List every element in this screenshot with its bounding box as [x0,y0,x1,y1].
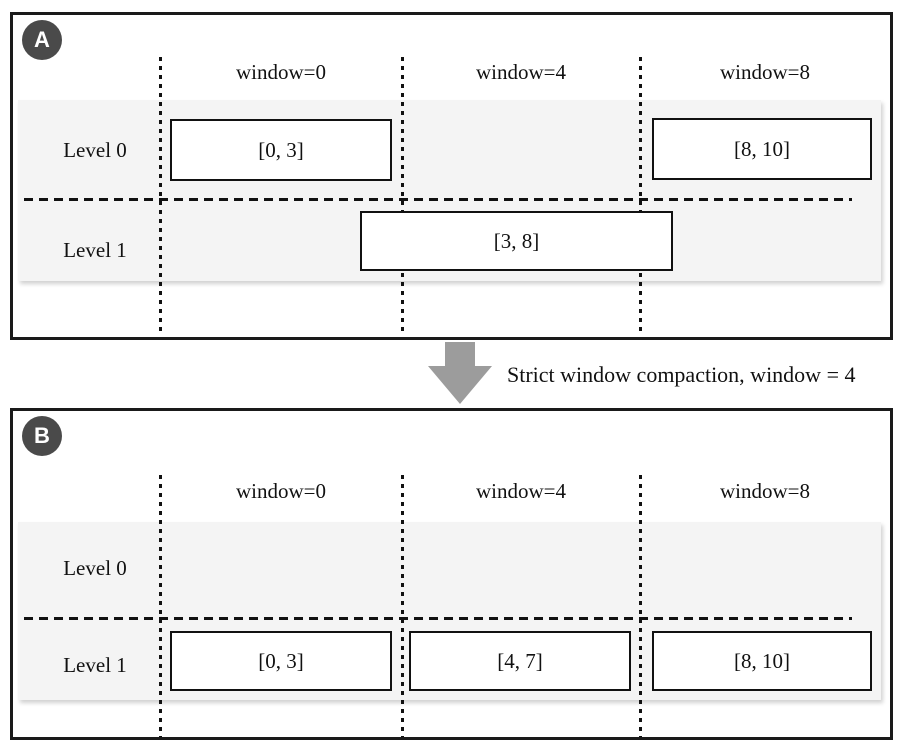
interval-box-level1-spanning: [3, 8] [360,211,673,271]
window-boundary-dotted-line [159,475,162,737]
row-label-level-0: Level 0 [63,138,127,162]
transition-label: Strict window compaction, window = 4 [507,362,856,387]
interval-box-level0-window0: [0, 3] [170,119,392,181]
window-boundary-dotted-line [639,475,642,737]
row-label-level-0: Level 0 [63,556,127,580]
column-header-window-0: window=0 [235,60,326,84]
window-boundary-dotted-line [639,57,642,335]
level-divider-dashed-line [24,617,852,620]
interval-box-level1-window4: [4, 7] [409,631,631,691]
level-divider-dashed-line [24,198,852,201]
row-label-level-1: Level 1 [63,653,127,677]
down-arrow-head [428,366,492,404]
column-header-window-8: window=8 [719,479,810,503]
column-header-window-4: window=4 [475,60,566,84]
window-boundary-dotted-line [159,57,162,335]
panel-b: B window=0 window=4 window=8 Level 0 Lev… [10,408,893,740]
row-label-level-1: Level 1 [63,238,127,262]
down-arrow-icon [428,342,492,404]
column-header-window-4: window=4 [475,479,566,503]
window-boundary-dotted-line [401,57,404,335]
column-header-window-8: window=8 [719,60,810,84]
interval-box-level0-window8: [8, 10] [652,118,872,180]
panel-a: A window=0 window=4 window=8 Level 0 Lev… [10,12,893,340]
interval-box-level1-window8: [8, 10] [652,631,872,691]
column-header-window-0: window=0 [235,479,326,503]
interval-box-level1-window0: [0, 3] [170,631,392,691]
panel-a-badge: A [22,20,62,60]
down-arrow-shaft [445,342,475,367]
panel-b-badge: B [22,416,62,456]
window-boundary-dotted-line [401,475,404,737]
